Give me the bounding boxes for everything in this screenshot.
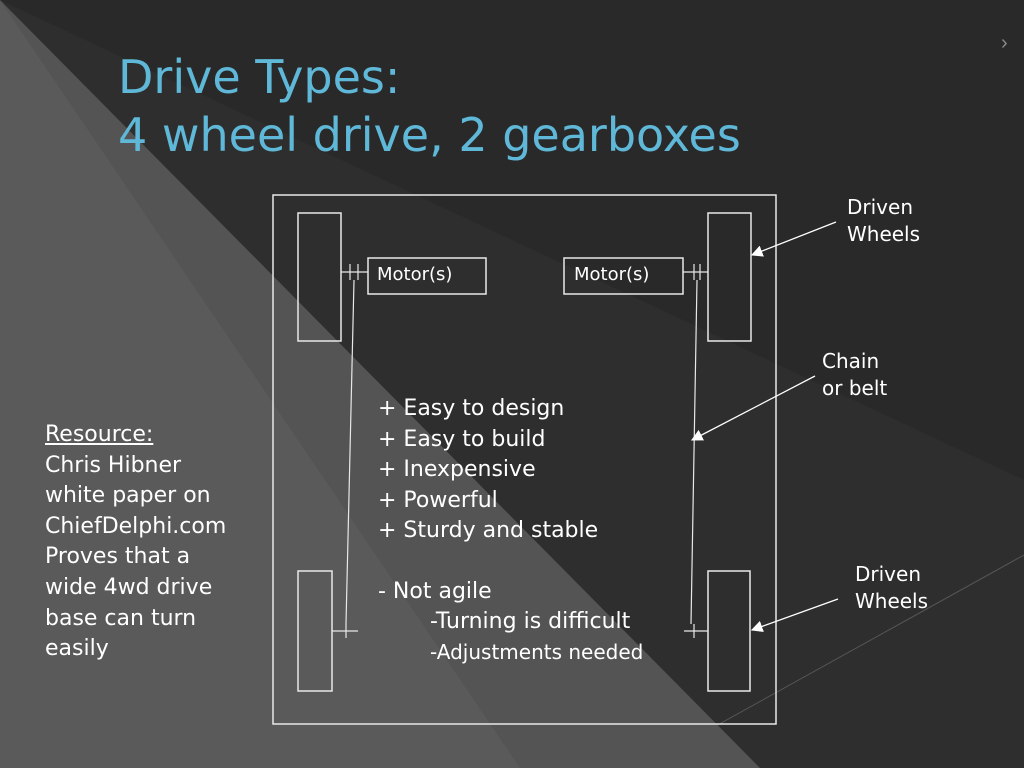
pros-cons-list: + Easy to design + Easy to build + Inexp… [378,394,643,666]
resource-line: wide 4wd drive [45,574,213,600]
pro-item: + Sturdy and stable [378,518,599,543]
resource-line: Chris Hibner [45,452,182,478]
resource-line: Proves that a [45,544,191,570]
arrow-driven-wheels-top [750,221,837,257]
con-detail: -Turning is difficult [430,609,631,634]
pro-item: + Inexpensive [378,457,536,482]
resource-line: white paper on [45,483,211,509]
title-line-1: Drive Types: [118,50,401,104]
motor-left-label: Motor(s) [377,264,453,285]
motor-right-label: Motor(s) [574,264,650,285]
resource-line: base can turn [45,605,197,631]
slide-corner-chevron-icon: › [1001,32,1008,54]
motor-left-box [367,257,487,295]
resource-line: easily [45,636,109,662]
pro-item: + Easy to design [378,396,565,421]
label-driven-wheels-bottom: Driven Wheels [855,562,929,613]
spacer [378,547,643,577]
pro-item: + Easy to build [378,426,546,452]
con-item: - Not agile [378,578,492,604]
wheel-front-right [707,212,752,342]
label-driven-wheels-top: Driven Wheels [847,195,921,246]
resource-line: ChiefDelphi.com [45,513,227,539]
arrow-driven-wheels-bottom [750,598,839,632]
resource-note: Resource: Chris Hibner white paper on Ch… [45,420,226,665]
con-detail: -Adjustments needed [430,639,644,664]
chassis-frame [272,194,777,725]
slide-title: Drive Types: 4 wheel drive, 2 gearboxes [118,48,741,164]
motor-right-box [563,257,684,295]
wheel-front-left [297,212,342,342]
title-line-2: 4 wheel drive, 2 gearboxes [118,108,741,162]
resource-heading: Resource: [45,422,154,447]
wheel-rear-right [707,570,751,692]
arrow-chain-or-belt [690,375,816,441]
chain-right [690,279,698,625]
chain-left [345,279,355,625]
pro-item: + Powerful [378,487,498,513]
wheel-rear-left [297,570,333,692]
label-chain-or-belt: Chain or belt [822,349,888,400]
